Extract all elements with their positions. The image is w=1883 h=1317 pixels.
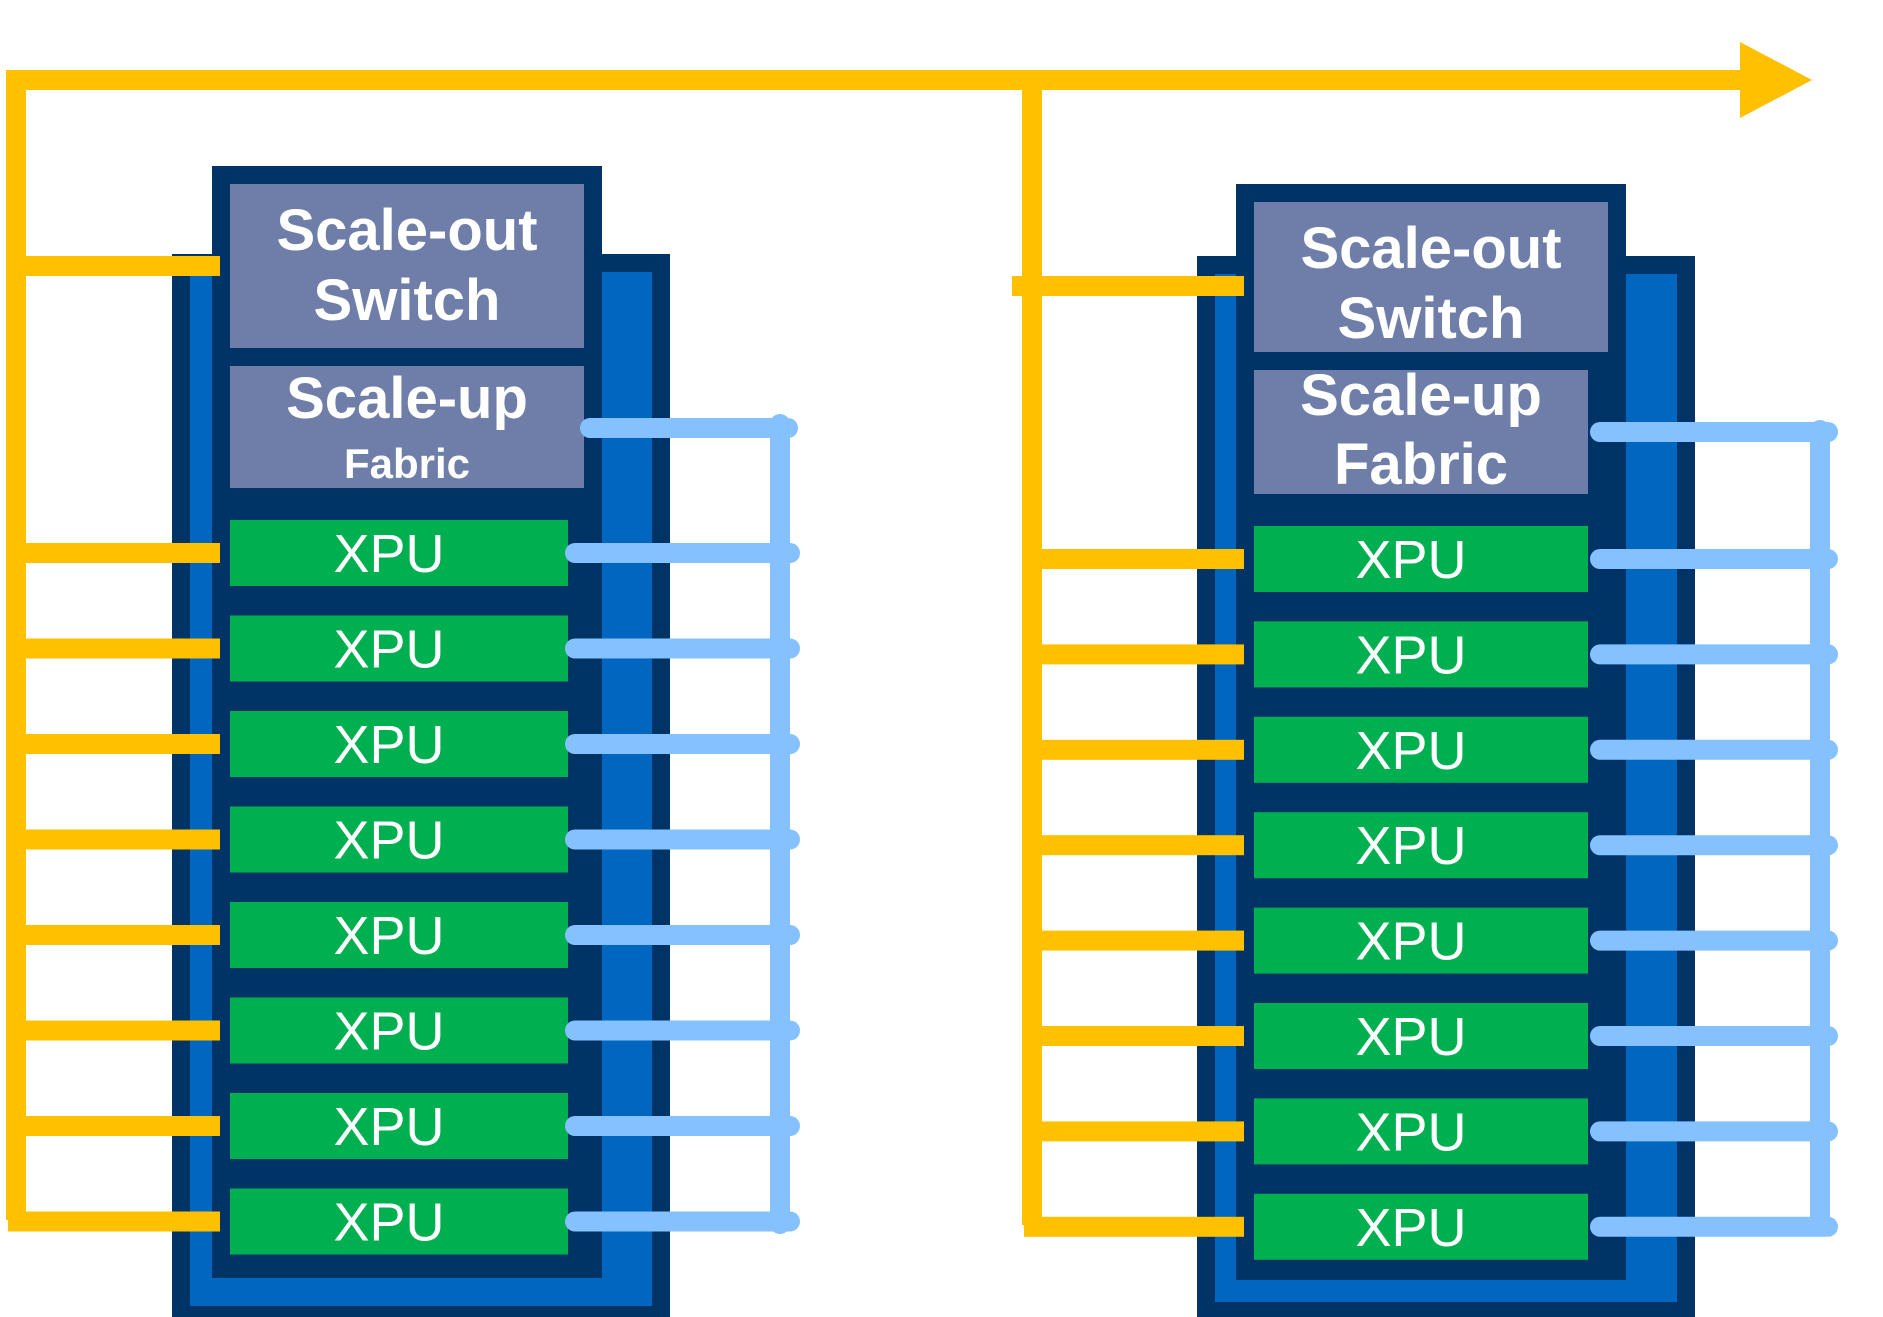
rack-1: Scale-out Switch Scale-up Fabric XPUXPUX…: [172, 166, 670, 1317]
rack2-xpu-4: [1254, 812, 1588, 879]
rack1-xpu-label-4: XPU: [333, 811, 444, 871]
scale-out-links: [8, 256, 1244, 1237]
rack1-xpu-6: [230, 997, 568, 1064]
scale-out-top-bus: [8, 70, 1748, 90]
rack1-xpu-5: [230, 902, 568, 968]
rack2-xpu-7-scale-out-link: [1024, 1121, 1244, 1142]
rack2-xpu-label-4: XPU: [1355, 816, 1466, 876]
rack2-xpu-2: [1254, 621, 1588, 688]
scale-up-links: [565, 414, 1838, 1237]
rack1-xpu-1-scale-out-link: [8, 543, 220, 563]
rack1-scale-out-label-line2: Switch: [314, 268, 501, 333]
rack1-scale-out-label-line1: Scale-out: [276, 198, 537, 263]
rack2-xpu-label-2: XPU: [1355, 625, 1466, 685]
rack1-xpu-5-scale-out-link: [8, 925, 220, 945]
rack1-xpu-label-7: XPU: [333, 1097, 444, 1157]
rack2-xpu-1-scale-out-link: [1024, 549, 1244, 569]
rack1-xpu-1: [230, 520, 568, 586]
rack1-xpu-3: [230, 711, 568, 777]
rack1-xpu-label-6: XPU: [333, 1002, 444, 1062]
rack2-xpu-stack: XPU XPU XPU XPU XPU XPU XPU XPU: [1254, 526, 1588, 1260]
rack1-xpu-7-scale-out-link: [8, 1116, 220, 1136]
rack2-xpu-4-scale-out-link: [1024, 835, 1244, 856]
rack2-scale-out-label-line1: Scale-out: [1300, 216, 1561, 281]
rack1-xpu-label-8: XPU: [333, 1193, 444, 1253]
rack2-xpu-label-1: XPU: [1355, 530, 1466, 590]
rack2-xpu-5: [1254, 907, 1588, 974]
rack2-xpu-3: [1254, 716, 1588, 783]
rack1-xpu-3-scale-out-link: [8, 734, 220, 754]
rack1-xpu-label-2: XPU: [333, 620, 444, 680]
rack1-scale-out-switch-link: [8, 256, 220, 276]
rack2-xpu-1: [1254, 526, 1588, 592]
rack1-xpu-7: [230, 1093, 568, 1159]
rack2-xpu-3-scale-out-link: [1024, 739, 1244, 760]
rack1-xpu-6-scale-out-link: [8, 1020, 220, 1041]
rack1-scale-up-fabric: [230, 366, 584, 488]
rack2-scale-out-switch-link: [1012, 276, 1244, 296]
rack2-xpu-label-5: XPU: [1355, 912, 1466, 972]
rack1-xpu-label-1: XPU: [333, 524, 444, 584]
rack1-scale-out-switch: [230, 184, 584, 348]
rack1-scale-up-label-line2: Fabric: [344, 440, 470, 487]
rack2-scale-out-label-line2: Switch: [1338, 286, 1525, 351]
rack1-xpu-stack: XPU XPU XPU XPU XPU XPU XPU XPU: [230, 520, 568, 1255]
rack2-xpu-label-3: XPU: [1355, 721, 1466, 781]
rack1-xpu-4-scale-out-link: [8, 829, 220, 850]
rack2-xpu-2-scale-out-link: [1024, 644, 1244, 665]
rack2-xpu-6-scale-out-link: [1024, 1026, 1244, 1046]
rack2-scale-up-label-line1: Scale-up: [1300, 363, 1542, 428]
rack1-xpu-2-scale-out-link: [8, 638, 220, 659]
rack1-xpu-4: [230, 806, 568, 873]
rack2-xpu-label-8: XPU: [1355, 1198, 1466, 1258]
rack1-scale-up-label-line1: Scale-up: [286, 366, 528, 431]
rack2-scale-up-fabric: [1254, 370, 1588, 494]
rack2-xpu-label-7: XPU: [1355, 1102, 1466, 1162]
rack1-xpu-8: [230, 1188, 568, 1255]
rack1-xpu-label-3: XPU: [333, 715, 444, 775]
rack1-xpu-8-scale-out-link: [8, 1211, 220, 1232]
rack2-xpu-8-scale-out-link: [1024, 1216, 1244, 1237]
rack1-xpu-label-5: XPU: [333, 906, 444, 966]
rack2-xpu-6: [1254, 1003, 1588, 1069]
rack2-xpu-8: [1254, 1193, 1588, 1260]
scale-out-arrowhead-icon: [1740, 42, 1812, 118]
rack2-xpu-label-6: XPU: [1355, 1007, 1466, 1067]
rack2-xpu-7: [1254, 1098, 1588, 1165]
rack2-xpu-5-scale-out-link: [1024, 930, 1244, 951]
rack2-scale-out-switch: [1254, 202, 1608, 352]
rack1-xpu-2: [230, 615, 568, 682]
rack2-scale-up-label-line2: Fabric: [1334, 432, 1508, 497]
